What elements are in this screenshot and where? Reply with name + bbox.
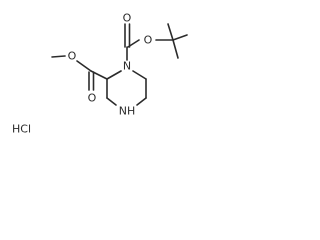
ester-oxygen-methyl-bond [51, 55, 66, 58]
atom-label-carbonyl-o-left: O [88, 92, 97, 105]
atom-label-ester-o-left: O [68, 50, 77, 63]
tbutyl-methyl-bond-3 [172, 39, 179, 59]
atom-label-ring-n-top: N [123, 60, 131, 73]
ring-bond-c6-n1 [132, 70, 147, 80]
chemical-structure-diagram: O O N NH O O HCl [12, 12, 188, 136]
ester-carbonyl-oxygen-bond [76, 60, 92, 72]
ring-bond-n4-c5 [136, 97, 147, 106]
tbutyl-methyl-bond-1 [172, 34, 188, 41]
atom-label-ester-o-top: O [144, 34, 153, 47]
tbutyl-methyl-bond-2 [167, 23, 174, 41]
atom-label-ring-nh: NH [119, 105, 136, 118]
hcl-salt-label: HCl [12, 123, 31, 136]
ring-bond-n1-c2 [106, 70, 122, 80]
atom-labels: O O N NH O O [68, 12, 153, 118]
ring-bond-c3-n4 [106, 97, 117, 106]
bonds [51, 23, 188, 106]
atom-label-carbonyl-o-top: O [123, 12, 132, 25]
